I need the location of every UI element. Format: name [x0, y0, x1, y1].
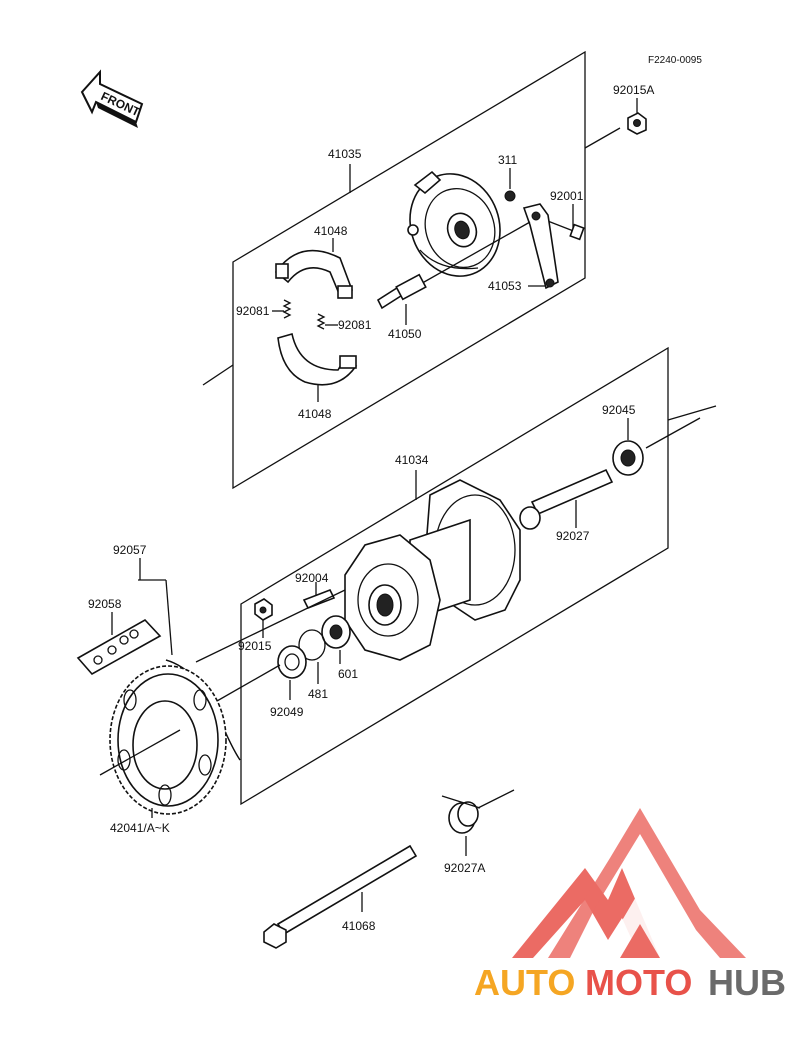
- label-41034: 41034: [395, 453, 429, 467]
- label-41068: 41068: [342, 919, 376, 933]
- hub-axis-upper: [195, 589, 346, 663]
- label-92027: 92027: [556, 529, 590, 543]
- wheel-hub-41034: [344, 479, 521, 661]
- frame-pointer-left: [202, 364, 234, 386]
- label-42041: 42041/A~K: [110, 821, 170, 835]
- stud-92004: [302, 588, 336, 610]
- sprocket-axis: [99, 729, 181, 776]
- spring-92081-right: [316, 313, 326, 330]
- label-481: 481: [308, 687, 328, 701]
- watermark-logo-icon: [512, 808, 746, 958]
- leader-92057-chain: [165, 579, 173, 656]
- label-92081-right: 92081: [338, 318, 372, 332]
- spring-92081-left: [282, 299, 292, 319]
- label-92045: 92045: [602, 403, 636, 417]
- brake-panel-frame: [232, 50, 586, 490]
- brake-panel: [407, 170, 501, 277]
- label-41050: 41050: [388, 327, 422, 341]
- nut-92015: [254, 598, 273, 621]
- label-41035: 41035: [328, 147, 362, 161]
- front-arrow-icon: FRONT: [80, 69, 144, 128]
- watermark-text: AUTO MOTO HUB: [474, 962, 786, 1003]
- axis-92045: [645, 417, 701, 449]
- label-92057: 92057: [113, 543, 147, 557]
- spacer-92027: [519, 468, 614, 530]
- label-92015A: 92015A: [613, 83, 654, 97]
- seal-92049: [277, 645, 307, 679]
- label-92081-left: 92081: [236, 304, 270, 318]
- nut-311: [504, 190, 516, 202]
- axle-41068: [263, 844, 418, 949]
- rear-sprocket-42041: [109, 665, 227, 815]
- label-92049: 92049: [270, 705, 304, 719]
- bearing-92045: [612, 440, 644, 476]
- bearing-601: [321, 615, 351, 649]
- axis-92027A-lower: [441, 795, 481, 809]
- spacer-92027A: [448, 801, 479, 834]
- label-41053: 41053: [488, 279, 522, 293]
- brake-shoe-top: [274, 249, 354, 299]
- hub-group-frame: [240, 346, 669, 806]
- label-311: 311: [498, 153, 517, 167]
- brake-lever-41053: [522, 203, 559, 290]
- diagram-code: F2240-0095: [648, 55, 702, 66]
- watermark-moto: MOTO: [585, 962, 692, 1003]
- brake-cam-41050: [376, 273, 427, 310]
- label-41048-bottom: 41048: [298, 407, 332, 421]
- label-92004: 92004: [295, 571, 329, 585]
- label-92015: 92015: [238, 639, 272, 653]
- watermark-auto: AUTO: [474, 962, 575, 1003]
- label-92058: 92058: [88, 597, 122, 611]
- label-92001: 92001: [550, 189, 584, 203]
- label-41048-top: 41048: [314, 224, 348, 238]
- hub-axis-lower: [209, 664, 281, 706]
- circlip-481: [298, 629, 326, 661]
- axis-92027A: [477, 789, 515, 809]
- label-92027A: 92027A: [444, 861, 485, 875]
- master-link-92058: [76, 618, 162, 676]
- frame-pointer-right: [667, 405, 717, 421]
- panel-axis-line: [409, 221, 531, 291]
- watermark-hub: HUB: [708, 962, 786, 1003]
- nut-92015A: [627, 112, 647, 135]
- label-601: 601: [338, 667, 358, 681]
- brake-shoe-bottom: [277, 332, 358, 386]
- frame-pointer-upper: [584, 127, 621, 149]
